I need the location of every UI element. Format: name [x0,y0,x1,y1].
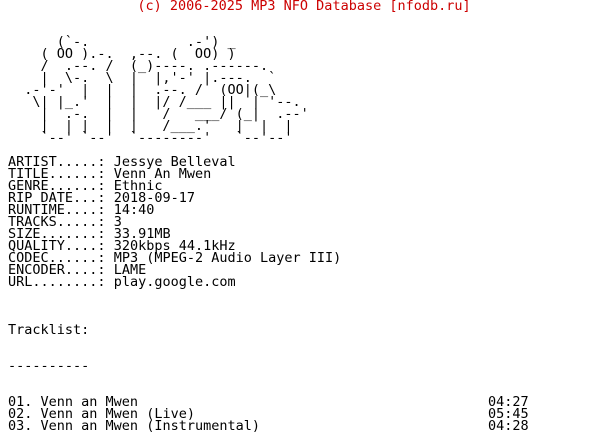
ascii-art-line: / .--. / (_)----. .------. [8,58,269,74]
track-row: 01. Venn an Mwen 04:27 [8,394,548,410]
info-dots: .... [64,202,98,218]
info-colon: : [97,226,114,242]
info-key: SIZE [8,226,41,242]
info-dots: .... [64,238,98,254]
track-duration: 04:28 [488,418,529,434]
info-colon: : [97,250,114,266]
info-colon: : [97,262,114,278]
ascii-art-line: .-'-' | | | .--. / (OO|(_\ [8,82,277,98]
info-value: 33.91MB [113,226,171,242]
info-key: ENCODER [8,262,65,278]
info-key: GENRE [8,178,49,194]
tracklist: Tracklist: ---------- 01. Venn an Mwen 04… [8,300,548,444]
info-row: TITLE......: Venn An Mwen [8,166,341,182]
info-dots: ...... [48,250,98,266]
info-dots: ... [73,190,98,206]
info-key: URL [8,274,33,290]
info-dots: .... [64,262,98,278]
track-title: Venn an Mwen [40,394,139,410]
info-dots: ...... [48,166,98,182]
track-duration: 05:45 [488,406,529,422]
info-value: LAME [113,262,147,278]
track-number: 01. [8,394,33,410]
info-value: play.google.com [113,274,236,290]
info-row: RUNTIME....: 14:40 [8,202,341,218]
nfodb-header: (c) 2006-2025 MP3 NFO Database [nfodb.ru… [137,0,471,14]
info-row: CODEC......: MP3 (MPEG-2 Audio Layer III… [8,250,342,266]
info-row: ENCODER....: LAME [8,262,341,278]
ascii-art-line: | \-. \ | |,'-' |.---. ` [8,70,277,86]
track-title: Venn an Mwen (Instrumental) [40,418,260,434]
ascii-art-line: (`-. .-') _ [8,34,236,50]
info-colon: : [97,214,114,230]
info-key: CODEC [8,250,49,266]
info-value: Jessye Belleval [113,154,236,170]
ascii-art-logo: (`-. .-') _ ( OO ).-. ,--. ( OO) ) / .--… [8,34,309,146]
ascii-art-line: | | | | | /___.' | | | [8,118,293,134]
tracklist-rule: ---------- [8,358,90,374]
info-row: RIP DATE...: 2018-09-17 [8,190,341,206]
info-value: 2018-09-17 [113,190,195,206]
info-key: RUNTIME [8,202,65,218]
track-number: 03. [8,418,33,434]
info-row: SIZE.......: 33.91MB [8,226,341,242]
info-row: QUALITY....: 320kbps 44.1kHz [8,238,341,254]
tracklist-heading: Tracklist: [8,322,90,338]
info-colon: : [97,166,114,182]
info-colon: : [97,202,114,218]
info-dots: ...... [48,178,98,194]
info-colon: : [97,178,114,194]
info-row: GENRE......: Ethnic [8,178,341,194]
info-dots: ..... [56,214,98,230]
info-value: 320kbps 44.1kHz [113,238,236,254]
info-dots: ..... [56,154,98,170]
ascii-art-line: `--' `--' `--------' `--'--' [8,130,293,146]
info-row: ARTIST.....: Jessye Belleval [8,154,341,170]
info-value: Ethnic [113,178,163,194]
info-key: QUALITY [8,238,65,254]
info-colon: : [97,238,114,254]
info-key: RIP DATE [8,190,74,206]
info-value: 14:40 [113,202,155,218]
info-value: MP3 (MPEG-2 Audio Layer III) [113,250,342,266]
track-duration: 04:27 [488,394,529,410]
info-row: TRACKS.....: 3 [8,214,341,230]
info-colon: : [97,190,114,206]
info-value: Venn An Mwen [113,166,212,182]
info-value: 3 [113,214,122,230]
info-key: TRACKS [8,214,57,230]
ascii-art-line: \| |_.' | | |/ /___ || | '--. [8,94,301,110]
info-row: URL........: play.google.com [8,274,341,290]
info-dots: ........ [32,274,98,290]
ascii-art-line: ( OO ).-. ,--. ( OO) ) [8,46,236,62]
info-colon: : [97,274,114,290]
info-dots: ....... [40,226,98,242]
info-key: TITLE [8,166,49,182]
info-colon: : [97,154,114,170]
ascii-art-line: | .-. | | / ___/ (_| .--' [8,106,309,122]
info-key: ARTIST [8,154,57,170]
track-row: 03. Venn an Mwen (Instrumental) 04:28 [8,418,548,434]
